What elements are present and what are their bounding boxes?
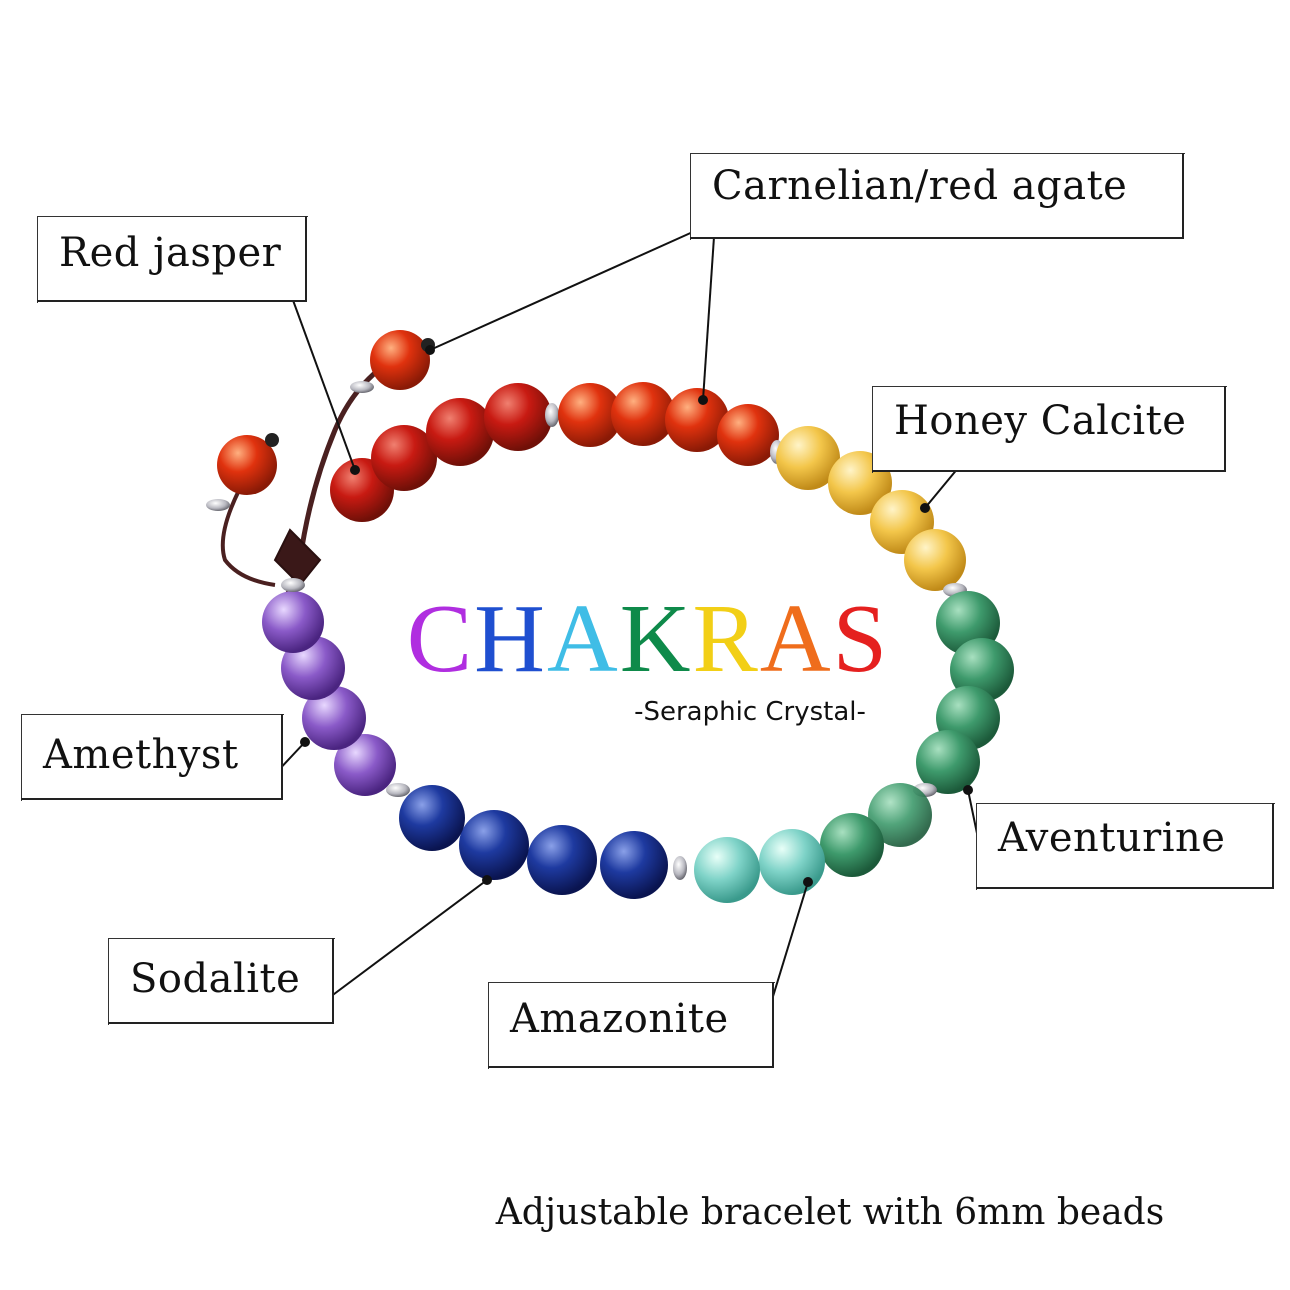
product-caption: Adjustable bracelet with 6mm beads: [495, 1192, 1165, 1233]
label-frame-shadow: [690, 153, 1184, 239]
label-aventurine: Aventurine: [976, 803, 1275, 890]
label-frame: [21, 714, 284, 801]
pointer-carnelian-a: [429, 221, 716, 351]
beads-amethyst: [262, 591, 396, 796]
label-frame: [976, 803, 1275, 890]
title-letter: A: [759, 585, 833, 693]
pointer-sodalite: [309, 879, 488, 1013]
pointer-carnelian-b: [702, 221, 716, 401]
title-letter: C: [406, 585, 475, 693]
label-carnelian: Carnelian/red agate: [690, 153, 1185, 240]
label-frame-shadow: [976, 803, 1274, 889]
label-frame-shadow: [488, 982, 774, 1068]
label-frame: [872, 386, 1227, 473]
label-sodalite: Sodalite: [108, 938, 335, 1025]
label-frame-shadow: [872, 386, 1226, 472]
bracelet-knot: [273, 528, 322, 587]
label-red-jasper: Red jasper: [37, 216, 308, 303]
title-letter: H: [474, 585, 547, 693]
label-frame: [690, 153, 1185, 240]
label-amethyst: Amethyst: [21, 714, 284, 801]
label-amazonite: Amazonite: [488, 982, 775, 1069]
bracelet-cord-tail: [220, 468, 276, 587]
spacer: [386, 783, 410, 797]
label-text: Amethyst: [43, 732, 239, 778]
spacer: [545, 403, 559, 427]
label-frame: [37, 216, 308, 303]
label-frame-shadow: [108, 938, 334, 1024]
bead-carnelian-loose-end: [350, 330, 435, 393]
chakras-title: CHAKRAS: [388, 590, 908, 688]
title-letter: K: [619, 585, 693, 693]
title-letter: R: [692, 585, 760, 693]
label-text: Amazonite: [510, 996, 729, 1042]
pointer-red-jasper: [289, 291, 356, 471]
beads-aventurine: [916, 591, 1014, 794]
brand-subtitle: -Seraphic Crystal-: [634, 697, 866, 727]
label-frame-shadow: [21, 714, 283, 800]
bead-carnelian-loose-end-2: [206, 433, 279, 511]
spacer: [281, 578, 305, 592]
label-frame: [488, 982, 775, 1069]
pointer-dots: [300, 345, 973, 887]
label-text: Aventurine: [998, 815, 1226, 861]
label-text: Red jasper: [59, 230, 282, 276]
spacer: [673, 856, 687, 880]
label-text: Carnelian/red agate: [712, 163, 1128, 209]
beads-carnelian: [558, 382, 779, 466]
label-frame-shadow: [37, 216, 307, 302]
title-letter: S: [832, 585, 890, 693]
title-letter: A: [546, 585, 620, 693]
label-honey-calcite: Honey Calcite: [872, 386, 1227, 473]
label-text: Honey Calcite: [894, 398, 1187, 444]
label-text: Sodalite: [130, 956, 301, 1002]
label-frame: [108, 938, 335, 1025]
beads-red-jasper: [330, 383, 552, 522]
beads-sodalite: [399, 785, 668, 899]
beads-amazonite: [694, 783, 932, 903]
